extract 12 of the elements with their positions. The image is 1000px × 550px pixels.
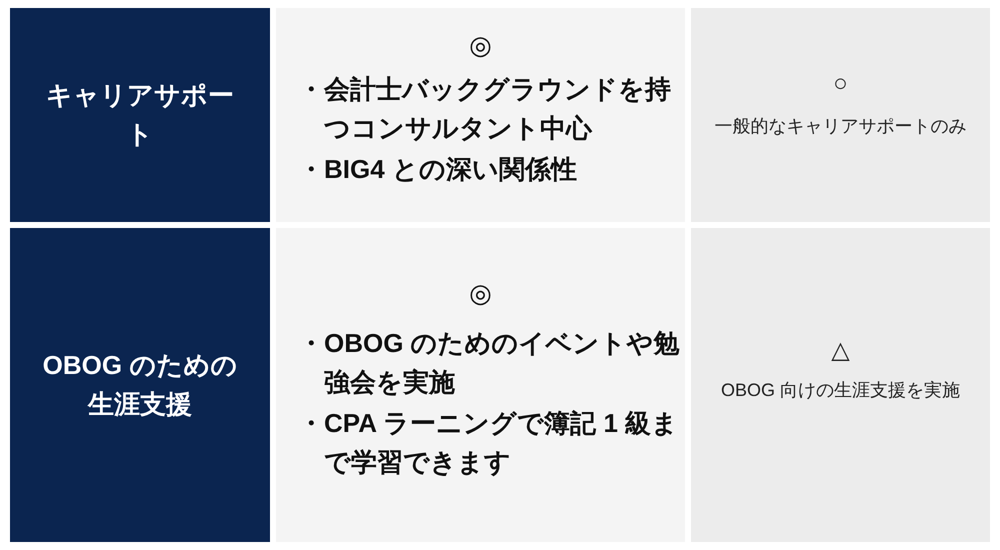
bullet-text: ・BIG4 との深い関係性 bbox=[298, 153, 578, 186]
rating-symbol: ◎ bbox=[468, 278, 493, 309]
bullet-text: ・会計士バックグラウンドを持つコンサルタント中心 bbox=[298, 73, 672, 145]
header-cell: キャリアサポート bbox=[10, 8, 270, 222]
header-cell: OBOG のための生涯支援 bbox=[10, 228, 270, 542]
description-text: 一般的なキャリアサポートのみ bbox=[714, 115, 968, 138]
rating-symbol: ○ bbox=[832, 70, 849, 98]
bullet-text: ・CPA ラーニングで簿記 1 級まで学習できます bbox=[298, 407, 680, 479]
rating-symbol: ◎ bbox=[468, 30, 493, 61]
description-text: OBOG 向けの生涯支援を実施 bbox=[720, 379, 961, 402]
rating-symbol: △ bbox=[830, 336, 851, 365]
bullet-text: ・OBOG のためのイベントや勉強会を実施 bbox=[298, 327, 681, 399]
